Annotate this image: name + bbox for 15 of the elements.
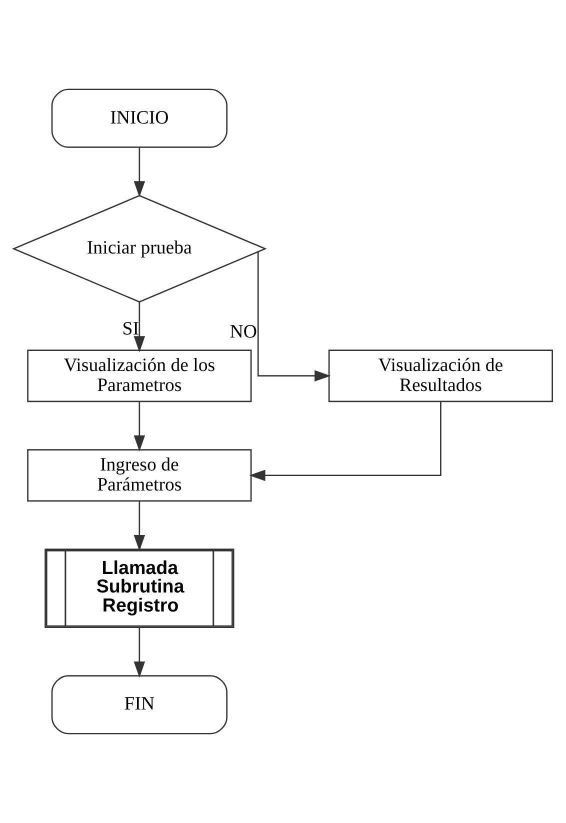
arrow [134,628,146,678]
arrow [134,302,146,352]
node-box: FIN [51,675,228,734]
edge-label: SI [122,318,140,340]
edge-label: NO [230,321,257,342]
arrow [134,501,146,552]
node-diamond: Iniciar prueba [12,194,267,303]
node-box: INICIO [51,88,228,148]
node-box: Visualización de los Parametros [27,350,252,402]
arrow [134,147,146,198]
node-box: Visualización de Resultados [328,350,553,402]
arrow [257,252,331,382]
node-box: Ingreso de Parámetros [27,449,252,502]
arrow [249,402,442,482]
arrow [134,402,146,452]
